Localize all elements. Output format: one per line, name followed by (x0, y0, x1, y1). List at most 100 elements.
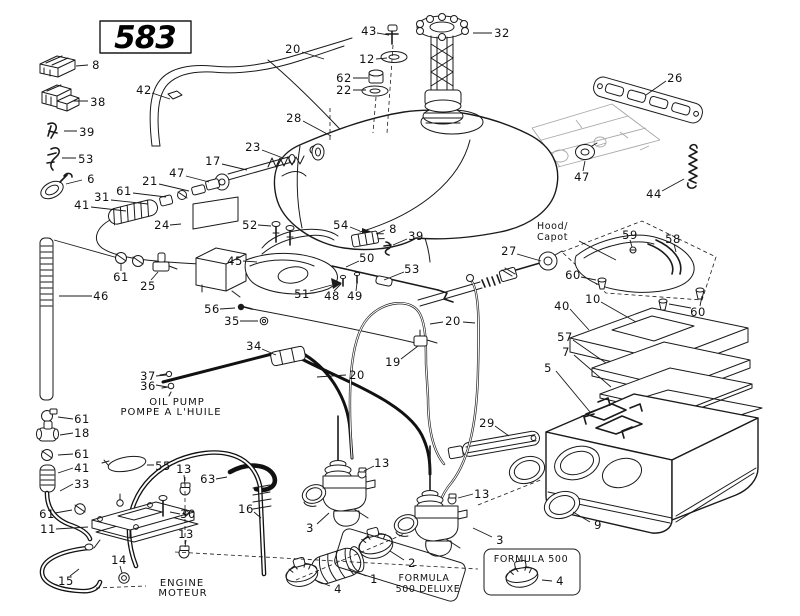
part-label-30: 30 (180, 507, 196, 521)
engine-annotation-line1: ENGINE (160, 578, 204, 589)
oil-pump-45-drawing (195, 247, 338, 298)
part-label-12: 12 (359, 52, 375, 66)
left-fitting-stack-drawing (36, 408, 93, 542)
arrow-51-drawing (331, 278, 342, 289)
washer-12-drawing (380, 51, 408, 63)
part-label-62: 62 (336, 71, 352, 85)
loop-6-drawing (40, 172, 73, 200)
part-label-63: 63 (200, 472, 216, 486)
oil-pump-annotation-line1: OIL PUMP (149, 397, 205, 408)
part-label-41-b: 41 (74, 461, 90, 475)
bracket-26-drawing (593, 76, 703, 124)
part-label-13-c: 13 (374, 456, 390, 470)
part-label-33: 33 (74, 477, 90, 491)
part-label-32: 32 (494, 26, 510, 40)
part-label-47-left: 47 (169, 166, 185, 180)
part-label-24: 24 (154, 218, 170, 232)
fasteners-56-35-drawing (237, 303, 421, 345)
part-label-51: 51 (294, 287, 310, 301)
part-label-10: 10 (585, 292, 601, 306)
part-label-3-left: 3 (306, 521, 314, 535)
part-label-31: 31 (94, 190, 110, 204)
part-label-3-right: 3 (496, 533, 504, 547)
part-label-39-mid: 39 (408, 229, 424, 243)
fuel-tank-drawing (273, 107, 559, 251)
part-label-53-mid: 53 (404, 262, 420, 276)
clamp-4a-drawing (285, 556, 319, 587)
pump-plate-11-drawing (39, 493, 199, 594)
part-label-22: 22 (336, 83, 352, 97)
hood-annotation-line1: Hood/ (537, 221, 568, 232)
part-label-19: 19 (385, 355, 401, 369)
part-label-28: 28 (286, 111, 302, 125)
clamp-2-drawing (358, 527, 394, 559)
part-label-48: 48 (324, 289, 340, 303)
part-label-41-a: 41 (74, 198, 90, 212)
part-label-13-d: 13 (474, 487, 490, 501)
part-label-13-b: 13 (178, 527, 194, 541)
part-label-11: 11 (40, 522, 56, 536)
formula-500-box (483, 548, 581, 596)
part-label-26: 26 (667, 71, 683, 85)
formula-500-deluxe-box (334, 528, 466, 602)
formula-500-label: FORMULA 500 (494, 554, 568, 565)
connector-38-drawing (41, 84, 80, 112)
part-label-7: 7 (562, 345, 570, 359)
part-label-47-right: 47 (574, 170, 590, 184)
part-label-1: 1 (370, 572, 378, 586)
bolt-43-drawing (385, 24, 399, 45)
part-label-61-b: 61 (113, 270, 129, 284)
bolts-52-drawing (271, 221, 295, 246)
part-label-29: 29 (479, 416, 495, 430)
part-label-20-right: 20 (445, 314, 461, 328)
part-label-34: 34 (246, 339, 262, 353)
part-label-40: 40 (554, 299, 570, 313)
cap-62-drawing (368, 69, 384, 84)
part-label-46: 46 (93, 289, 109, 303)
part-label-8-mid: 8 (389, 222, 397, 236)
grommet-47-right-drawing (575, 142, 598, 160)
part-label-6: 6 (87, 172, 95, 186)
part-label-58: 58 (665, 232, 681, 246)
part-label-57: 57 (557, 330, 573, 344)
part-label-52: 52 (242, 218, 258, 232)
part-label-14: 14 (111, 553, 127, 567)
washer-22-drawing (361, 85, 389, 97)
part-label-16: 16 (238, 502, 254, 516)
part-label-15: 15 (58, 574, 74, 588)
block-8b-drawing (350, 230, 385, 248)
choke-cable-27-drawing (417, 250, 563, 307)
fuel-gauge-32-drawing (416, 13, 469, 113)
formula-500-deluxe-line2: 500 DELUXE (396, 584, 461, 595)
part-label-61-a: 61 (116, 184, 132, 198)
part-label-8-top: 8 (92, 58, 100, 72)
part-label-27: 27 (501, 244, 517, 258)
part-label-18: 18 (74, 426, 90, 440)
spring-44-drawing (686, 143, 698, 189)
part-label-35: 35 (224, 314, 240, 328)
part-label-23: 23 (245, 140, 261, 154)
construction-lines (95, 44, 544, 589)
clamps-61b-25-drawing (115, 252, 178, 272)
leader-lines (54, 32, 703, 587)
ring-55-drawing (101, 455, 147, 473)
part-label-20-top: 20 (285, 42, 301, 56)
part-label-21: 21 (142, 174, 158, 188)
hood-annotation-line2: Capot (537, 232, 568, 243)
part-label-20-mid: 20 (349, 368, 365, 382)
hose-1-drawing (310, 546, 365, 585)
part-label-45: 45 (227, 254, 243, 268)
part-label-61-e: 61 (39, 507, 55, 521)
part-labels: 8 38 39 53 6 42 20 43 12 62 22 32 26 28 … (39, 24, 705, 596)
part-label-36: 36 (140, 379, 156, 393)
part-label-25: 25 (140, 279, 156, 293)
part-label-61-c: 61 (74, 412, 90, 426)
connector-8-drawing (39, 55, 76, 78)
part-label-60-left: 60 (565, 268, 581, 282)
part-label-4-right: 4 (556, 574, 564, 588)
part-label-5: 5 (544, 361, 552, 375)
part-label-13-a: 13 (176, 462, 192, 476)
part-label-61-d: 61 (74, 447, 90, 461)
